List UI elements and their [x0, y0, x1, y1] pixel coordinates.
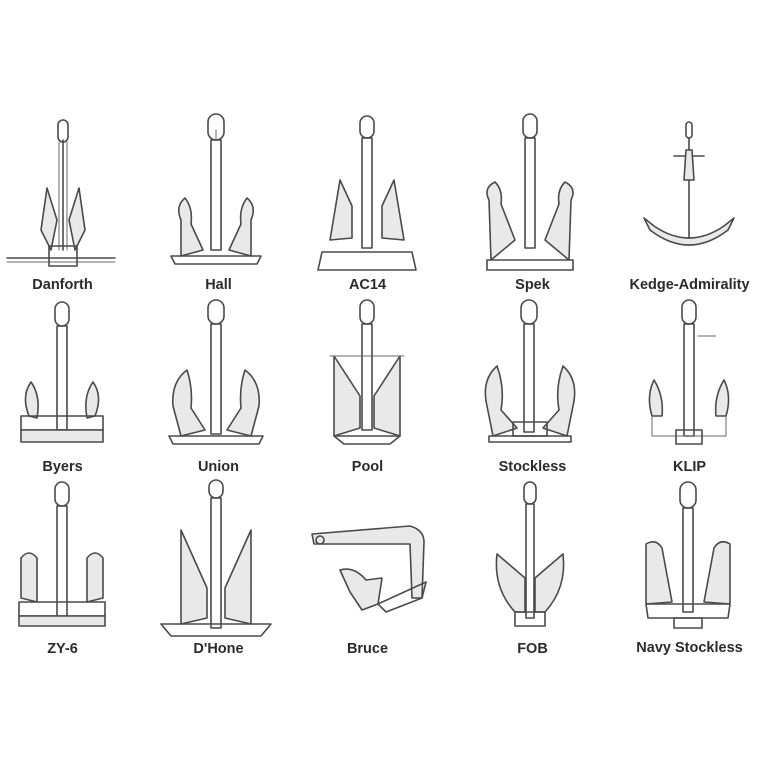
anchor-label: AC14	[348, 277, 387, 293]
dhone-anchor-icon	[160, 479, 272, 637]
anchor-cell-byers: Byers	[0, 296, 140, 481]
hall-anchor-icon	[170, 113, 262, 265]
anchor-label: ZY-6	[47, 641, 78, 657]
anchor-cell-fob: FOB	[455, 478, 610, 663]
bruce-anchor-icon	[311, 525, 427, 613]
stockless-anchor-icon	[484, 299, 576, 443]
pool-anchor-icon	[329, 299, 405, 445]
anchor-cell-union: Union	[141, 296, 296, 481]
spek-anchor-icon	[486, 113, 574, 271]
anchor-cell-hall: Hall	[141, 110, 296, 295]
byers-anchor-icon	[20, 301, 104, 443]
fob-anchor-icon	[495, 481, 565, 627]
anchor-cell-navy-stockless: Navy Stockless	[612, 478, 767, 663]
anchor-label: Kedge-Admirality	[629, 277, 750, 293]
anchor-cell-bruce: Bruce	[290, 478, 445, 663]
klip-anchor-icon	[648, 299, 730, 445]
anchor-cell-stockless: Stockless	[455, 296, 610, 481]
anchor-cell-kedge-admirality: Kedge-Admirality	[612, 110, 767, 295]
danforth-anchor-icon	[6, 119, 116, 267]
anchor-cell-spek: Spek	[455, 110, 610, 295]
navy-stockless-anchor-icon	[645, 481, 731, 629]
anchor-label: Pool	[351, 459, 384, 475]
anchor-label: Union	[197, 459, 240, 475]
anchor-label: Hall	[205, 277, 232, 293]
anchor-label: FOB	[517, 641, 548, 657]
ac14-anchor-icon	[317, 115, 417, 271]
union-anchor-icon	[168, 299, 264, 445]
anchor-cell-pool: Pool	[290, 296, 445, 481]
anchor-label: Stockless	[498, 459, 567, 475]
anchor-label: Navy Stockless	[636, 640, 743, 656]
anchor-label: Bruce	[346, 641, 389, 657]
anchor-cell-zy-6: ZY-6	[0, 478, 140, 663]
anchor-cell-dhone: D'Hone	[141, 478, 296, 663]
anchor-label: Byers	[42, 459, 83, 475]
anchor-label: Danforth	[32, 277, 93, 293]
anchor-cell-klip: KLIP	[612, 296, 767, 481]
anchor-cell-ac14: AC14	[290, 110, 445, 295]
anchor-label: KLIP	[672, 459, 707, 475]
anchor-label: Spek	[515, 277, 550, 293]
anchor-label: D'Hone	[193, 641, 244, 657]
zy-6-anchor-icon	[18, 481, 106, 627]
anchor-cell-danforth: Danforth	[0, 110, 140, 295]
kedge-admirality-anchor-icon	[643, 121, 735, 246]
